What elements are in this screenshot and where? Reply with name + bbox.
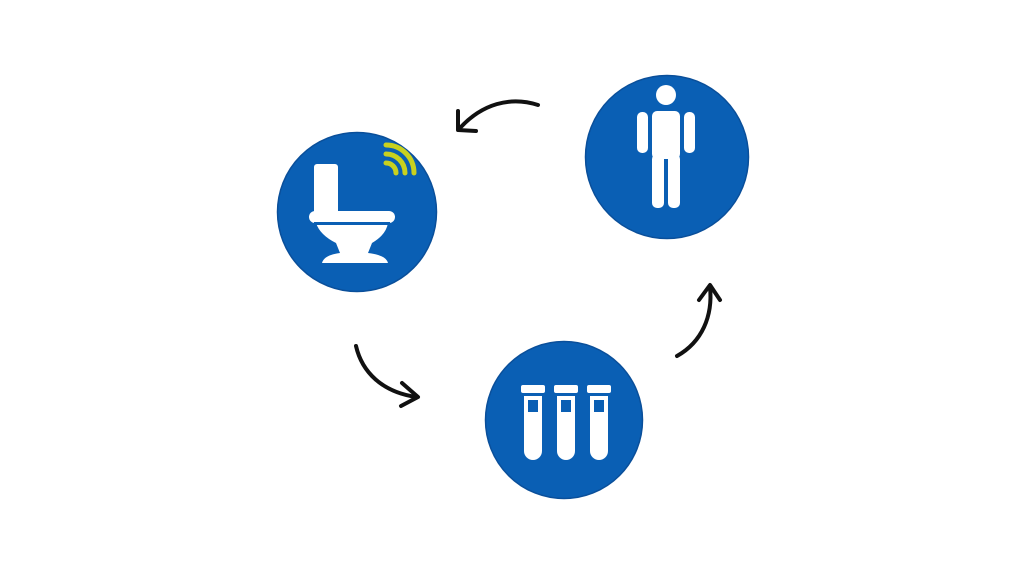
arrow-person-to-toilet [456,99,540,133]
person-node [584,74,750,240]
test-tubes-icon [484,340,644,500]
toilet-node [276,131,438,293]
toilet-glyph [309,164,395,263]
arrow-toilet-to-tubes [354,344,420,408]
wireless-signal-icon [383,142,417,176]
arrow-tubes-to-person [675,283,722,358]
smart-toilet-icon [276,131,438,293]
person-glyph [637,85,695,208]
tubes-node [484,340,644,500]
person-icon [584,74,750,240]
